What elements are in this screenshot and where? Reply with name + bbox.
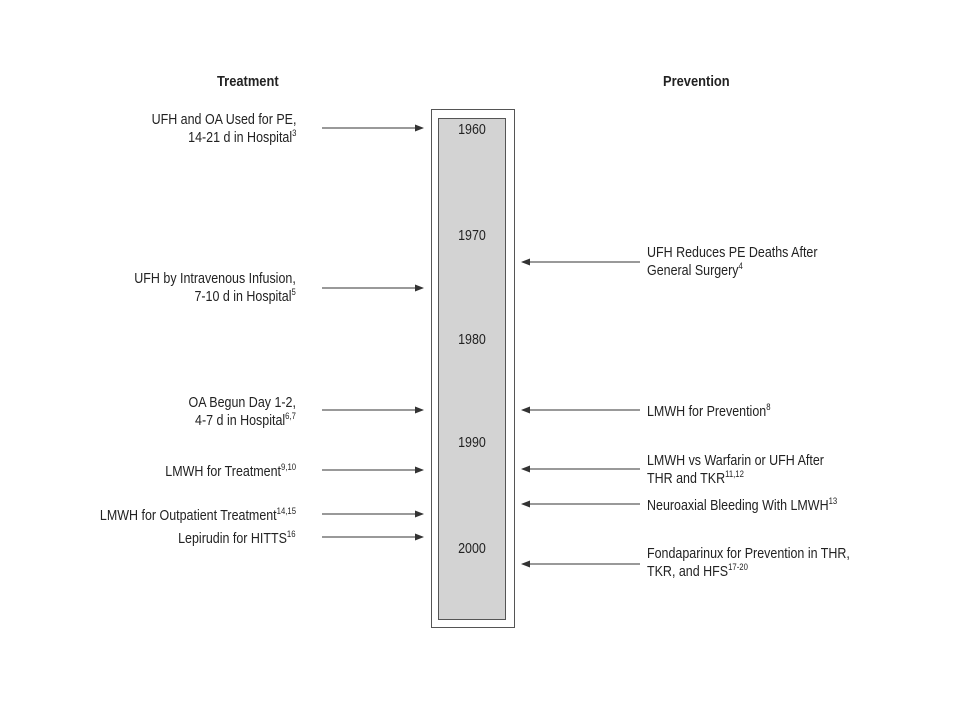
prevention-event-5: Fondaparinux for Prevention in THR, TKR,… [647, 545, 850, 581]
treatment-event-3-line1: OA Begun Day 1-2, [188, 395, 296, 411]
treatment-event-2-ref: 5 [291, 287, 296, 298]
prevention-event-2-ref: 8 [766, 402, 771, 413]
prevention-event-1: UFH Reduces PE Deaths After General Surg… [647, 244, 817, 280]
treatment-event-3-ref: 6,7 [285, 411, 296, 422]
treatment-event-6: Lepirudin for HITTS16 [178, 529, 296, 547]
prevention-heading: Prevention [663, 73, 730, 90]
treatment-event-5-ref: 14,15 [276, 506, 296, 517]
treatment-event-2-line1: UFH by Intravenous Infusion, [134, 271, 296, 287]
treatment-event-6-ref: 16 [287, 529, 296, 540]
prevention-event-3-ref: 11,12 [725, 469, 744, 480]
prevention-event-3: LMWH vs Warfarin or UFH After THR and TK… [647, 452, 824, 488]
prevention-event-5-line2: TKR, and HFS17-20 [647, 562, 748, 580]
year-1980: 1980 [458, 332, 486, 348]
treatment-event-2-line2: 7-10 d in Hospital5 [194, 287, 296, 305]
prevention-event-4: Neuroaxial Bleeding With LMWH13 [647, 496, 838, 514]
prevention-event-1-line2: General Surgery4 [647, 261, 743, 279]
prevention-event-5-line1: Fondaparinux for Prevention in THR, [647, 546, 850, 562]
treatment-event-1-ref: 3 [291, 128, 296, 139]
treatment-event-4: LMWH for Treatment9,10 [165, 462, 296, 480]
year-1970: 1970 [458, 228, 486, 244]
treatment-event-4-ref: 9,10 [280, 462, 296, 473]
treatment-event-5: LMWH for Outpatient Treatment14,15 [99, 506, 296, 524]
timeline-bar [438, 118, 506, 620]
prevention-event-1-line1: UFH Reduces PE Deaths After [647, 245, 818, 261]
prevention-event-2: LMWH for Prevention8 [647, 402, 771, 420]
treatment-event-3-line2: 4-7 d in Hospital6,7 [195, 411, 296, 429]
treatment-event-2: UFH by Intravenous Infusion, 7-10 d in H… [134, 270, 296, 306]
treatment-event-1-line2: 14-21 d in Hospital3 [187, 128, 296, 146]
prevention-event-3-line1: LMWH vs Warfarin or UFH After [647, 453, 824, 469]
year-2000: 2000 [458, 541, 486, 557]
treatment-event-3: OA Begun Day 1-2, 4-7 d in Hospital6,7 [189, 394, 296, 430]
treatment-event-1-line1: UFH and OA Used for PE, [151, 112, 296, 128]
year-1990: 1990 [458, 435, 486, 451]
year-1960: 1960 [458, 122, 486, 138]
prevention-event-1-ref: 4 [738, 261, 743, 272]
treatment-heading: Treatment [217, 73, 279, 90]
prevention-event-4-ref: 13 [828, 496, 838, 507]
prevention-event-5-ref: 17-20 [728, 562, 748, 573]
treatment-event-1: UFH and OA Used for PE, 14-21 d in Hospi… [151, 111, 296, 147]
prevention-event-3-line2: THR and TKR11,12 [647, 469, 744, 487]
